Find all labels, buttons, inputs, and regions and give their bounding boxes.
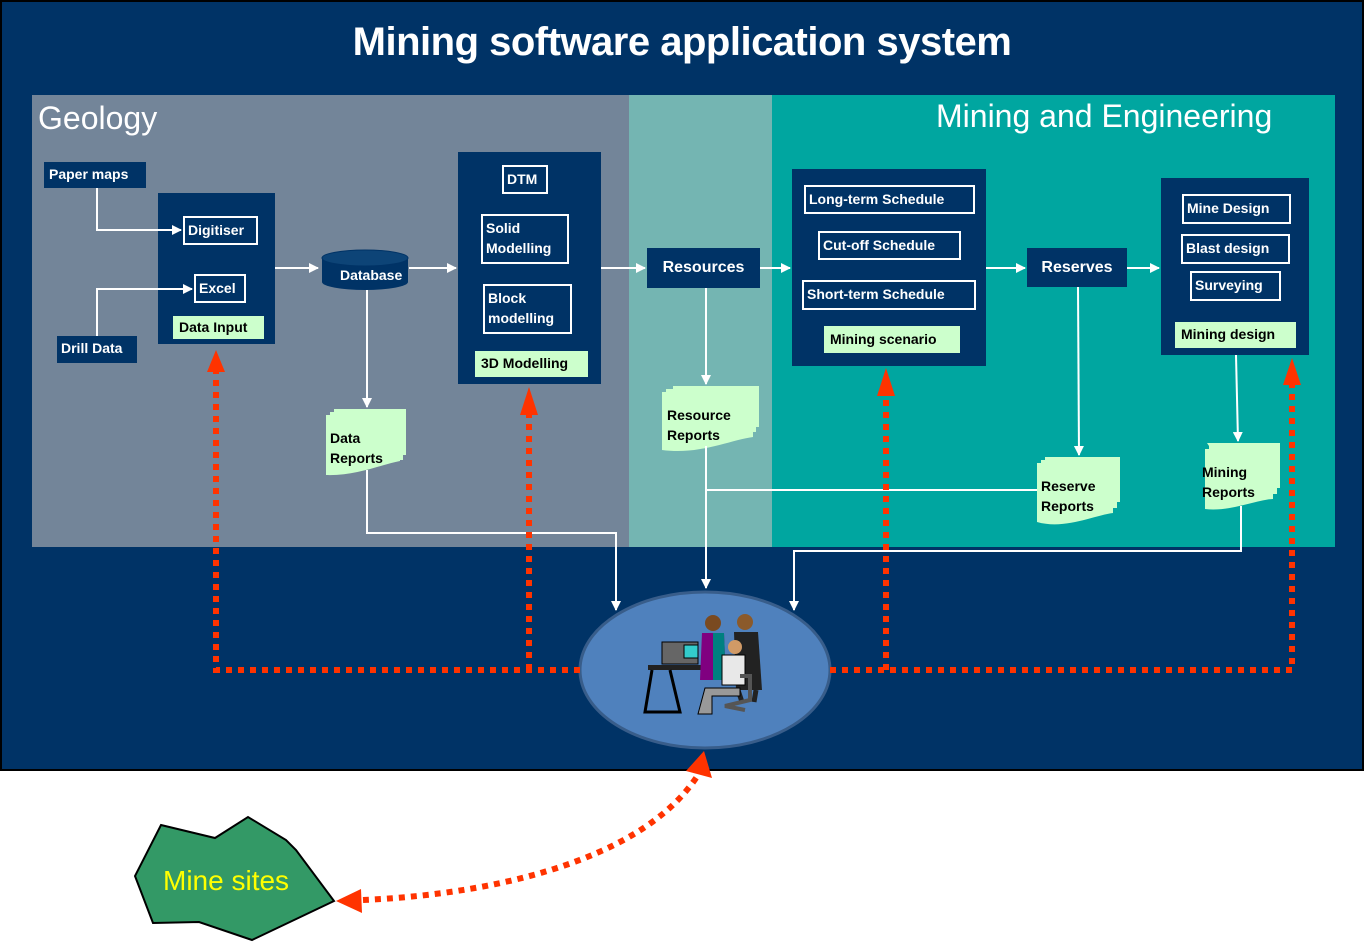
arrowhead-3d-modelling (520, 387, 538, 415)
blast-design-node: Blast design (1181, 234, 1290, 264)
solid-modelling-node: Solid Modelling (481, 214, 569, 264)
users-to-data-input-dotted (213, 372, 580, 673)
data-reports-line2: Reports (330, 450, 383, 466)
surveying-node: Surveying (1190, 271, 1281, 301)
long-term-schedule-node: Long-term Schedule (804, 185, 975, 214)
dtm-node: DTM (502, 165, 548, 194)
reserve-reports-doc (1037, 457, 1120, 525)
reserves-node: Reserves (1027, 248, 1127, 287)
mining-reports-line2: Reports (1202, 484, 1255, 500)
mine-sites-shape (133, 815, 336, 942)
3d-modelling-caption: 3D Modelling (475, 351, 588, 377)
mine-design-node: Mine Design (1182, 194, 1291, 224)
diagram-title: Mining software application system (352, 20, 1012, 64)
resources-node: Resources (647, 248, 760, 288)
reserve-reports-line1: Reserve (1041, 478, 1096, 494)
mining-design-caption: Mining design (1175, 322, 1296, 348)
users-to-scenario-dotted (830, 383, 1295, 673)
data-reports-doc (326, 409, 406, 476)
mining-reports-doc (1205, 443, 1280, 510)
arrowhead-design (1283, 358, 1301, 385)
cut-off-schedule-node: Cut-off Schedule (818, 231, 961, 260)
paper-maps-to-digitiser (96, 188, 182, 235)
database-icon (321, 249, 409, 290)
digitiser-node: Digitiser (183, 216, 258, 245)
data-reports-line1: Data (330, 430, 361, 446)
data-input-caption: Data Input (173, 316, 264, 339)
database-label: Database (340, 267, 403, 283)
resource-reports-line2: Reports (667, 427, 720, 443)
data-reports-to-users (366, 470, 621, 611)
short-term-schedule-node: Short-term Schedule (802, 280, 976, 310)
reserve-reports-label: Reserve Reports (1041, 476, 1096, 516)
resources-zone (629, 95, 773, 547)
arrowhead-data-input (207, 350, 225, 372)
resource-reports-doc (662, 386, 759, 452)
3d-modelling-group (458, 152, 601, 384)
mining-reports-label: Mining Reports (1202, 462, 1255, 502)
design-to-mining-reports (1232, 354, 1243, 442)
drill-data-to-excel (96, 284, 193, 336)
excel-node: Excel (194, 274, 246, 303)
mining-reports-to-users (789, 506, 1242, 611)
arrowhead-mine-sites (336, 889, 362, 913)
data-reports-label: Data Reports (330, 428, 383, 468)
resource-reports-label: Resource Reports (667, 405, 731, 445)
geology-zone-label: Geology (38, 100, 158, 136)
reserves-to-reserve-reports (1073, 286, 1084, 456)
arrowhead-scenario (877, 368, 895, 396)
reserve-reports-line2: Reports (1041, 498, 1094, 514)
mining-scenario-caption: Mining scenario (824, 326, 960, 353)
mine-sites-label: Mine sites (163, 865, 290, 896)
drill-data-node: Drill Data (57, 336, 137, 363)
paper-maps-node: Paper maps (44, 162, 146, 188)
users-mine-sites-dotted (362, 773, 701, 903)
users-workstation-icon (643, 614, 762, 715)
block-modelling-node: Block modelling (483, 284, 572, 334)
resource-reports-line1: Resource (667, 407, 731, 423)
mining-zone-label: Mining and Engineering (936, 98, 1273, 134)
arrowhead-users (686, 751, 712, 778)
mining-reports-line1: Mining (1202, 464, 1248, 480)
